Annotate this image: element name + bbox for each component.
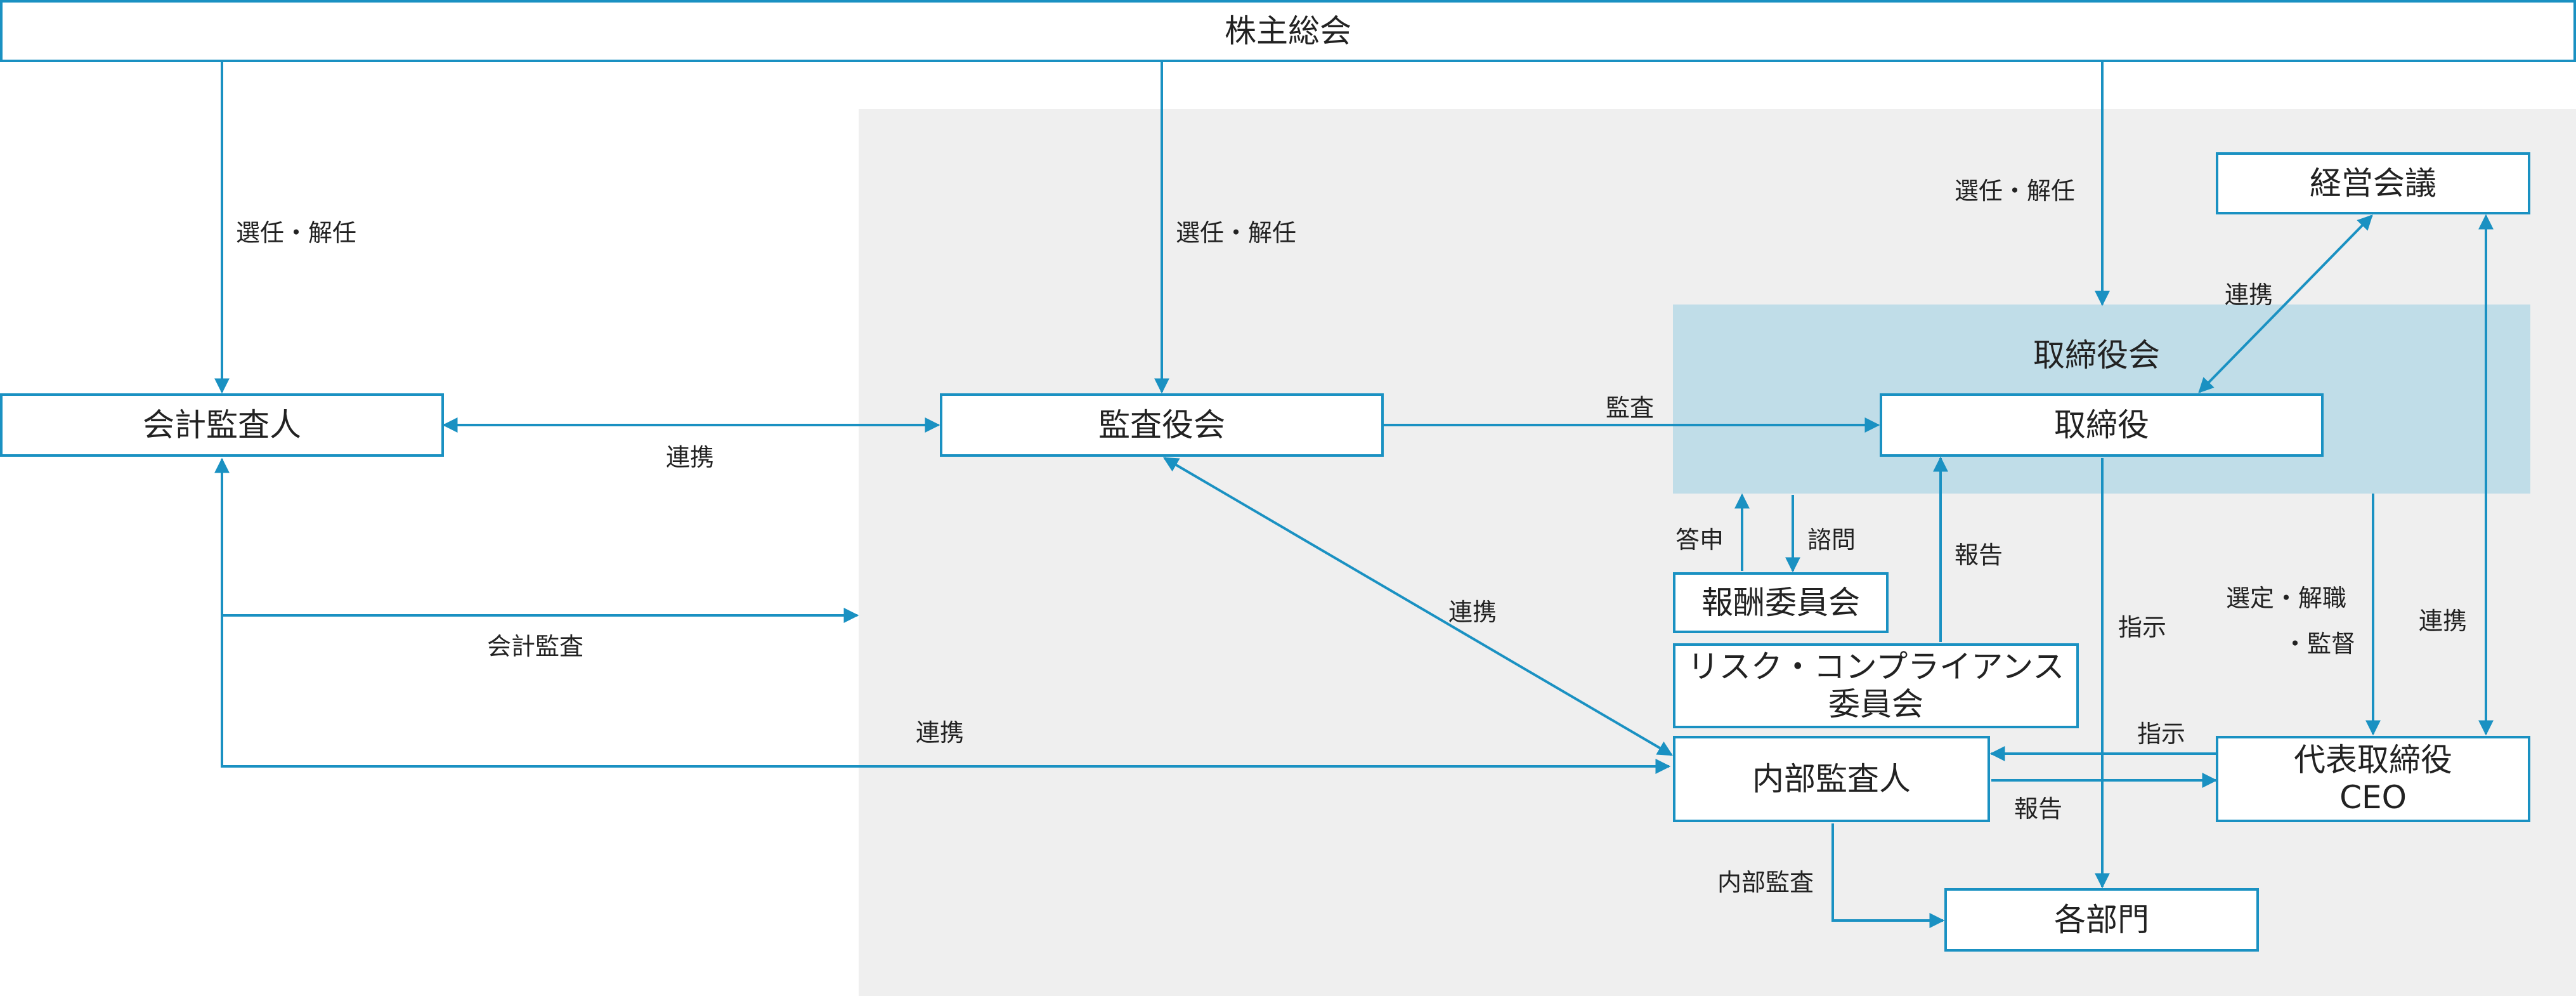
label-cooperation-internal-auditor: 連携	[916, 719, 965, 747]
label-elect-dismiss-accounting-auditor: 選任・解任	[236, 219, 357, 247]
label-internal-audit: 内部監査	[1717, 868, 1814, 896]
shareholders-label: 株主総会	[1225, 12, 1351, 49]
board-of-directors-title: 取締役会	[2033, 337, 2160, 374]
ceo-box: 代表取締役 CEO	[2216, 736, 2530, 822]
management-meeting-label: 経営会議	[2310, 164, 2436, 202]
label-instruct-departments: 指示	[2118, 613, 2167, 641]
audit-board-label: 監査役会	[1098, 406, 1225, 443]
label-cooperation-management-ceo: 連携	[2419, 607, 2468, 635]
label-instruct-internal-auditor: 指示	[2137, 720, 2186, 748]
label-select-dismiss-line2: ・監督	[2283, 630, 2356, 658]
label-select-dismiss-line1: 選定・解職	[2226, 584, 2347, 612]
label-cooperation-accounting-audit-board: 連携	[666, 443, 715, 471]
management-meeting-box: 経営会議	[2216, 152, 2530, 214]
accounting-auditor-label: 会計監査人	[143, 406, 301, 443]
label-report-ceo: 報告	[2014, 795, 2063, 823]
ceo-label-line1: 代表取締役	[2294, 742, 2452, 778]
internal-auditor-label: 内部監査人	[1752, 760, 1911, 797]
accounting-auditor-box: 会計監査人	[0, 393, 444, 457]
remuneration-committee-label: 報酬委員会	[1701, 584, 1860, 621]
directors-box: 取締役	[1880, 393, 2324, 457]
label-audit: 監査	[1606, 394, 1655, 422]
arrow-audit-board-internal-auditor	[1162, 457, 1674, 756]
audit-board-box: 監査役会	[940, 393, 1384, 457]
remuneration-committee-box: 報酬委員会	[1673, 572, 1889, 633]
label-cooperation-audit-board-internal: 連携	[1448, 598, 1497, 626]
risk-committee-label-line2: 委員会	[1828, 686, 1923, 723]
shareholders-box: 株主総会	[0, 0, 2576, 62]
label-accounting-audit: 会計監査	[487, 632, 584, 660]
arrow-management-directors	[2198, 214, 2373, 393]
internal-auditor-box: 内部監査人	[1673, 736, 1990, 822]
directors-label: 取締役	[2054, 406, 2149, 443]
label-elect-dismiss-audit-board: 選任・解任	[1176, 219, 1297, 247]
departments-box: 各部門	[1944, 888, 2259, 952]
label-cooperation-management-directors: 連携	[2225, 281, 2274, 309]
label-report-answer: 答申	[1675, 526, 1724, 554]
label-consult: 諮問	[1807, 526, 1856, 554]
label-elect-dismiss-board: 選任・解任	[1955, 177, 2076, 205]
label-report-risk: 報告	[1955, 541, 2003, 569]
ceo-label-line2: CEO	[2339, 779, 2407, 816]
risk-committee-box: リスク・コンプライアンス 委員会	[1673, 643, 2079, 728]
risk-committee-label-line1: リスク・コンプライアンス	[1687, 648, 2065, 685]
arrow-accounting-auditor-internal-auditor	[214, 457, 1671, 774]
arrow-internal-audit	[1831, 823, 1945, 928]
departments-label: 各部門	[2054, 901, 2149, 938]
